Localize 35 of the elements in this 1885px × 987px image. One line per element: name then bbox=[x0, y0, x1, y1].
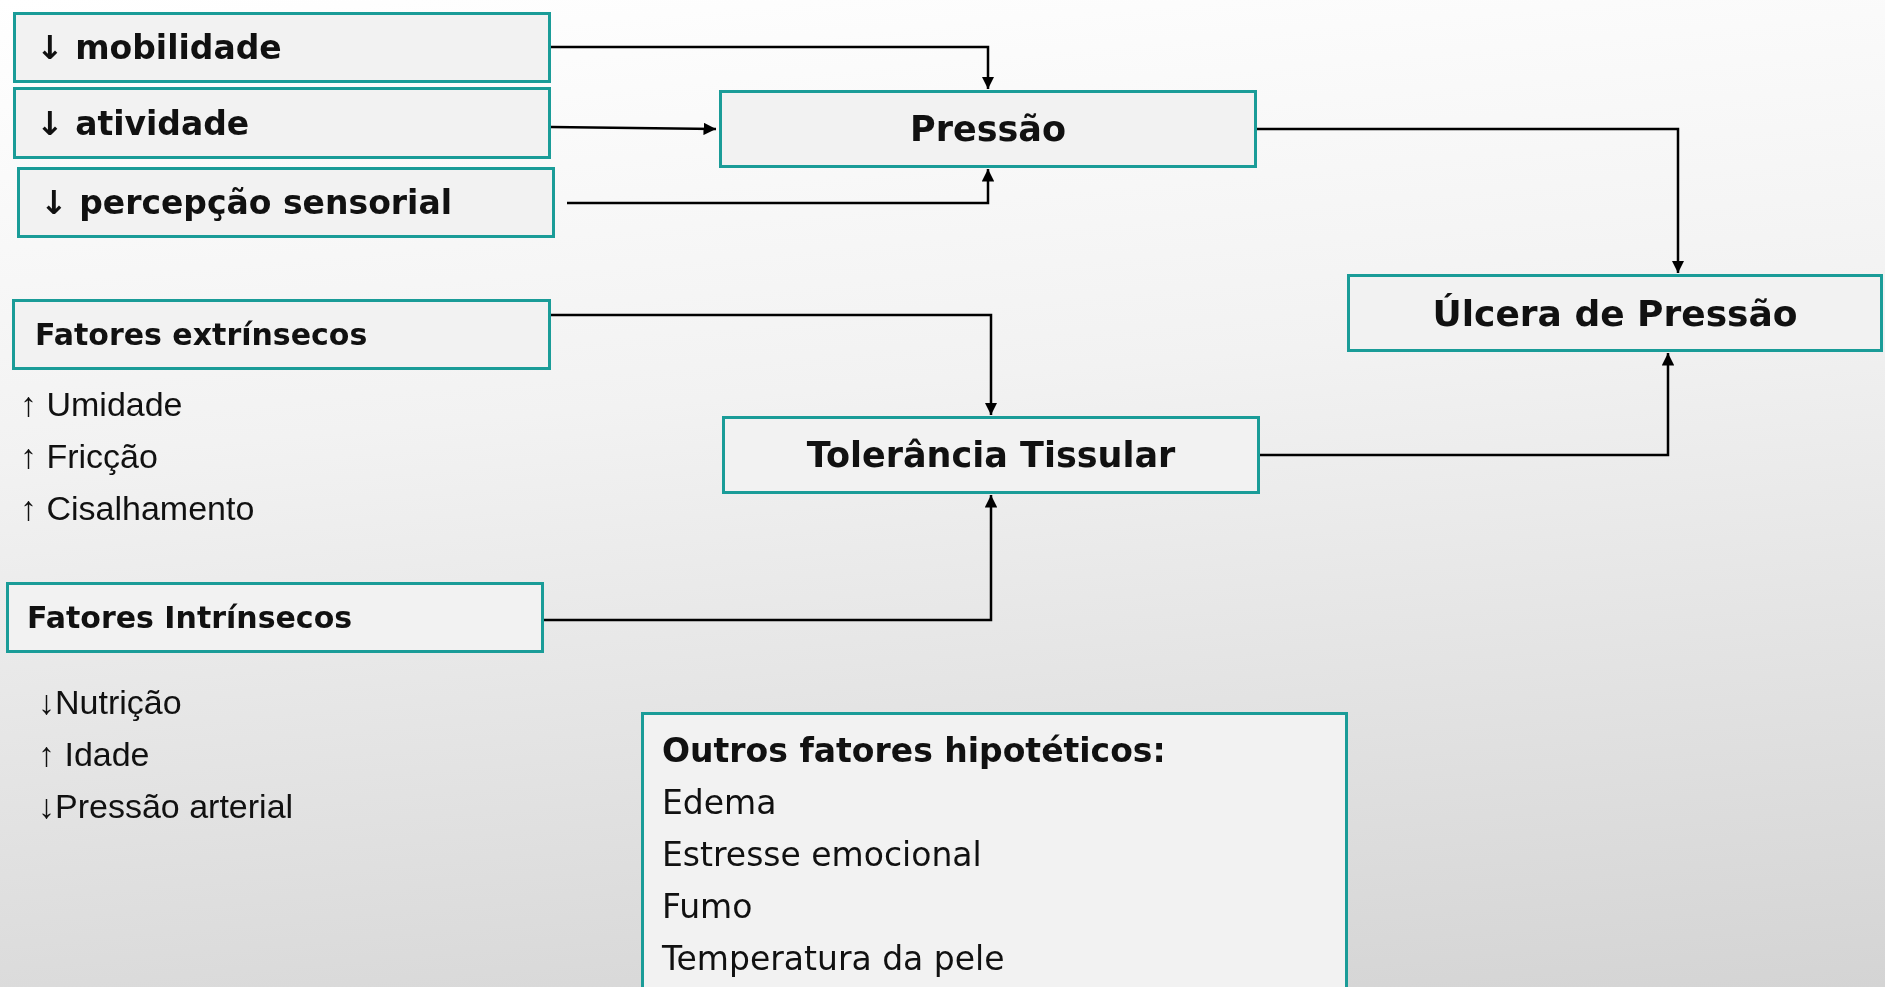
box-label: Úlcera de Pressão bbox=[1432, 292, 1798, 334]
process-box bbox=[13, 87, 551, 159]
note-item: Temperatura da pele bbox=[662, 938, 1006, 980]
arrow bbox=[1257, 127, 1685, 273]
note-item: Fumo bbox=[662, 886, 754, 928]
arrow bbox=[1260, 353, 1675, 457]
box-label: Fatores extrínsecos bbox=[35, 317, 368, 352]
process-box bbox=[1347, 274, 1883, 352]
box-label: ↓ percepção sensorial bbox=[40, 183, 452, 222]
factor-item: ↑ Fricção bbox=[20, 437, 158, 476]
arrow bbox=[567, 169, 995, 205]
process-box bbox=[722, 416, 1260, 494]
box-label: ↓ mobilidade bbox=[36, 28, 282, 67]
arrow bbox=[551, 313, 998, 415]
process-box bbox=[17, 167, 555, 238]
note-item: Estresse emocional bbox=[662, 834, 983, 876]
box-label: Fatores Intrínsecos bbox=[27, 600, 353, 635]
arrow bbox=[551, 45, 995, 89]
process-box bbox=[6, 582, 544, 653]
factor-item: ↓Pressão arterial bbox=[38, 787, 294, 826]
box-label: ↓ atividade bbox=[36, 103, 250, 143]
note-heading: Outros fatores hipotéticos: bbox=[662, 730, 1167, 772]
factor-item: ↑ Idade bbox=[38, 735, 150, 774]
process-box bbox=[719, 90, 1257, 168]
note-item: Edema bbox=[662, 782, 778, 824]
note-box bbox=[641, 712, 1348, 987]
factor-item: ↓Nutrição bbox=[38, 683, 182, 722]
box-label: Tolerância Tissular bbox=[806, 435, 1176, 475]
process-box bbox=[13, 12, 551, 83]
factor-item: ↑ Umidade bbox=[20, 385, 183, 424]
process-box bbox=[12, 299, 551, 370]
arrow bbox=[544, 495, 998, 622]
arrow bbox=[551, 122, 716, 136]
box-label: Pressão bbox=[910, 109, 1066, 149]
factor-item: ↑ Cisalhamento bbox=[20, 489, 255, 528]
